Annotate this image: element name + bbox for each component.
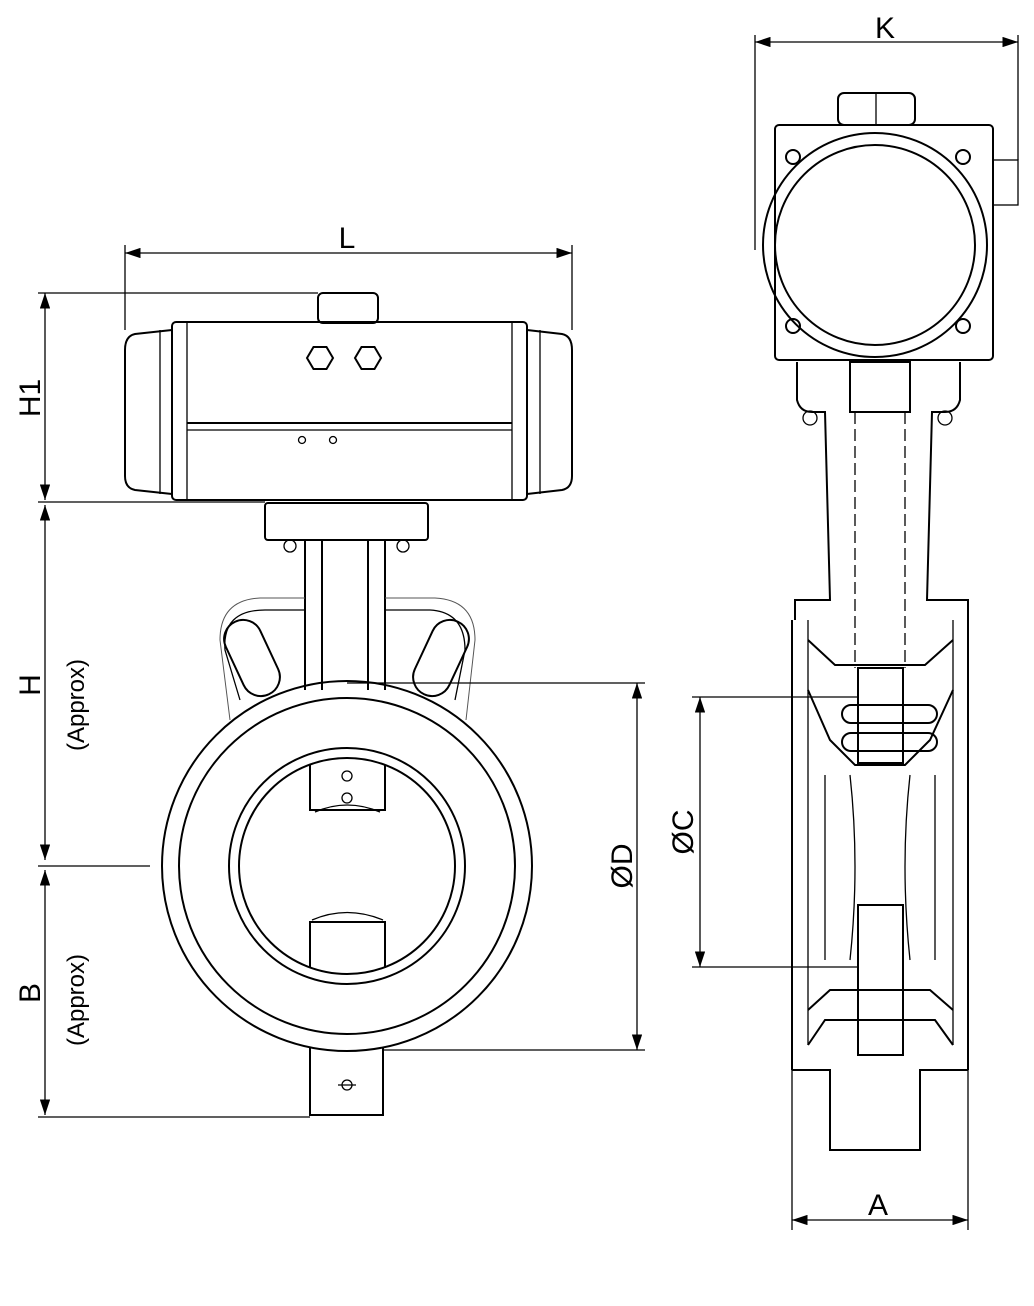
side-view: K ØC A bbox=[667, 12, 1019, 1230]
dim-B-label: B bbox=[14, 983, 47, 1003]
valve-body-front bbox=[161, 597, 533, 1116]
actuator-side bbox=[762, 92, 1019, 361]
bracket-front bbox=[264, 502, 429, 690]
dim-K-label: K bbox=[875, 12, 895, 45]
dim-D-label: ØD bbox=[606, 844, 639, 889]
dim-H-approx-note: (Approx) bbox=[63, 659, 90, 751]
dim-H1-label: H1 bbox=[14, 379, 47, 417]
actuator-front bbox=[124, 292, 573, 501]
valve-body-side bbox=[791, 620, 969, 1151]
neck-side bbox=[794, 361, 969, 668]
dim-A-label: A bbox=[868, 1189, 888, 1222]
dim-L-label: L bbox=[339, 222, 356, 255]
hex-nut-icon bbox=[305, 346, 335, 370]
side-dimensions bbox=[692, 35, 1019, 1230]
hex-nut-icon bbox=[353, 346, 383, 370]
front-view: L H1 H (Approx) B (Approx) ØD bbox=[14, 222, 645, 1118]
dim-B-approx-note: (Approx) bbox=[63, 954, 90, 1046]
front-dimensions bbox=[38, 245, 645, 1118]
dim-C-label: ØC bbox=[667, 810, 700, 855]
dim-H-label: H bbox=[14, 674, 47, 696]
